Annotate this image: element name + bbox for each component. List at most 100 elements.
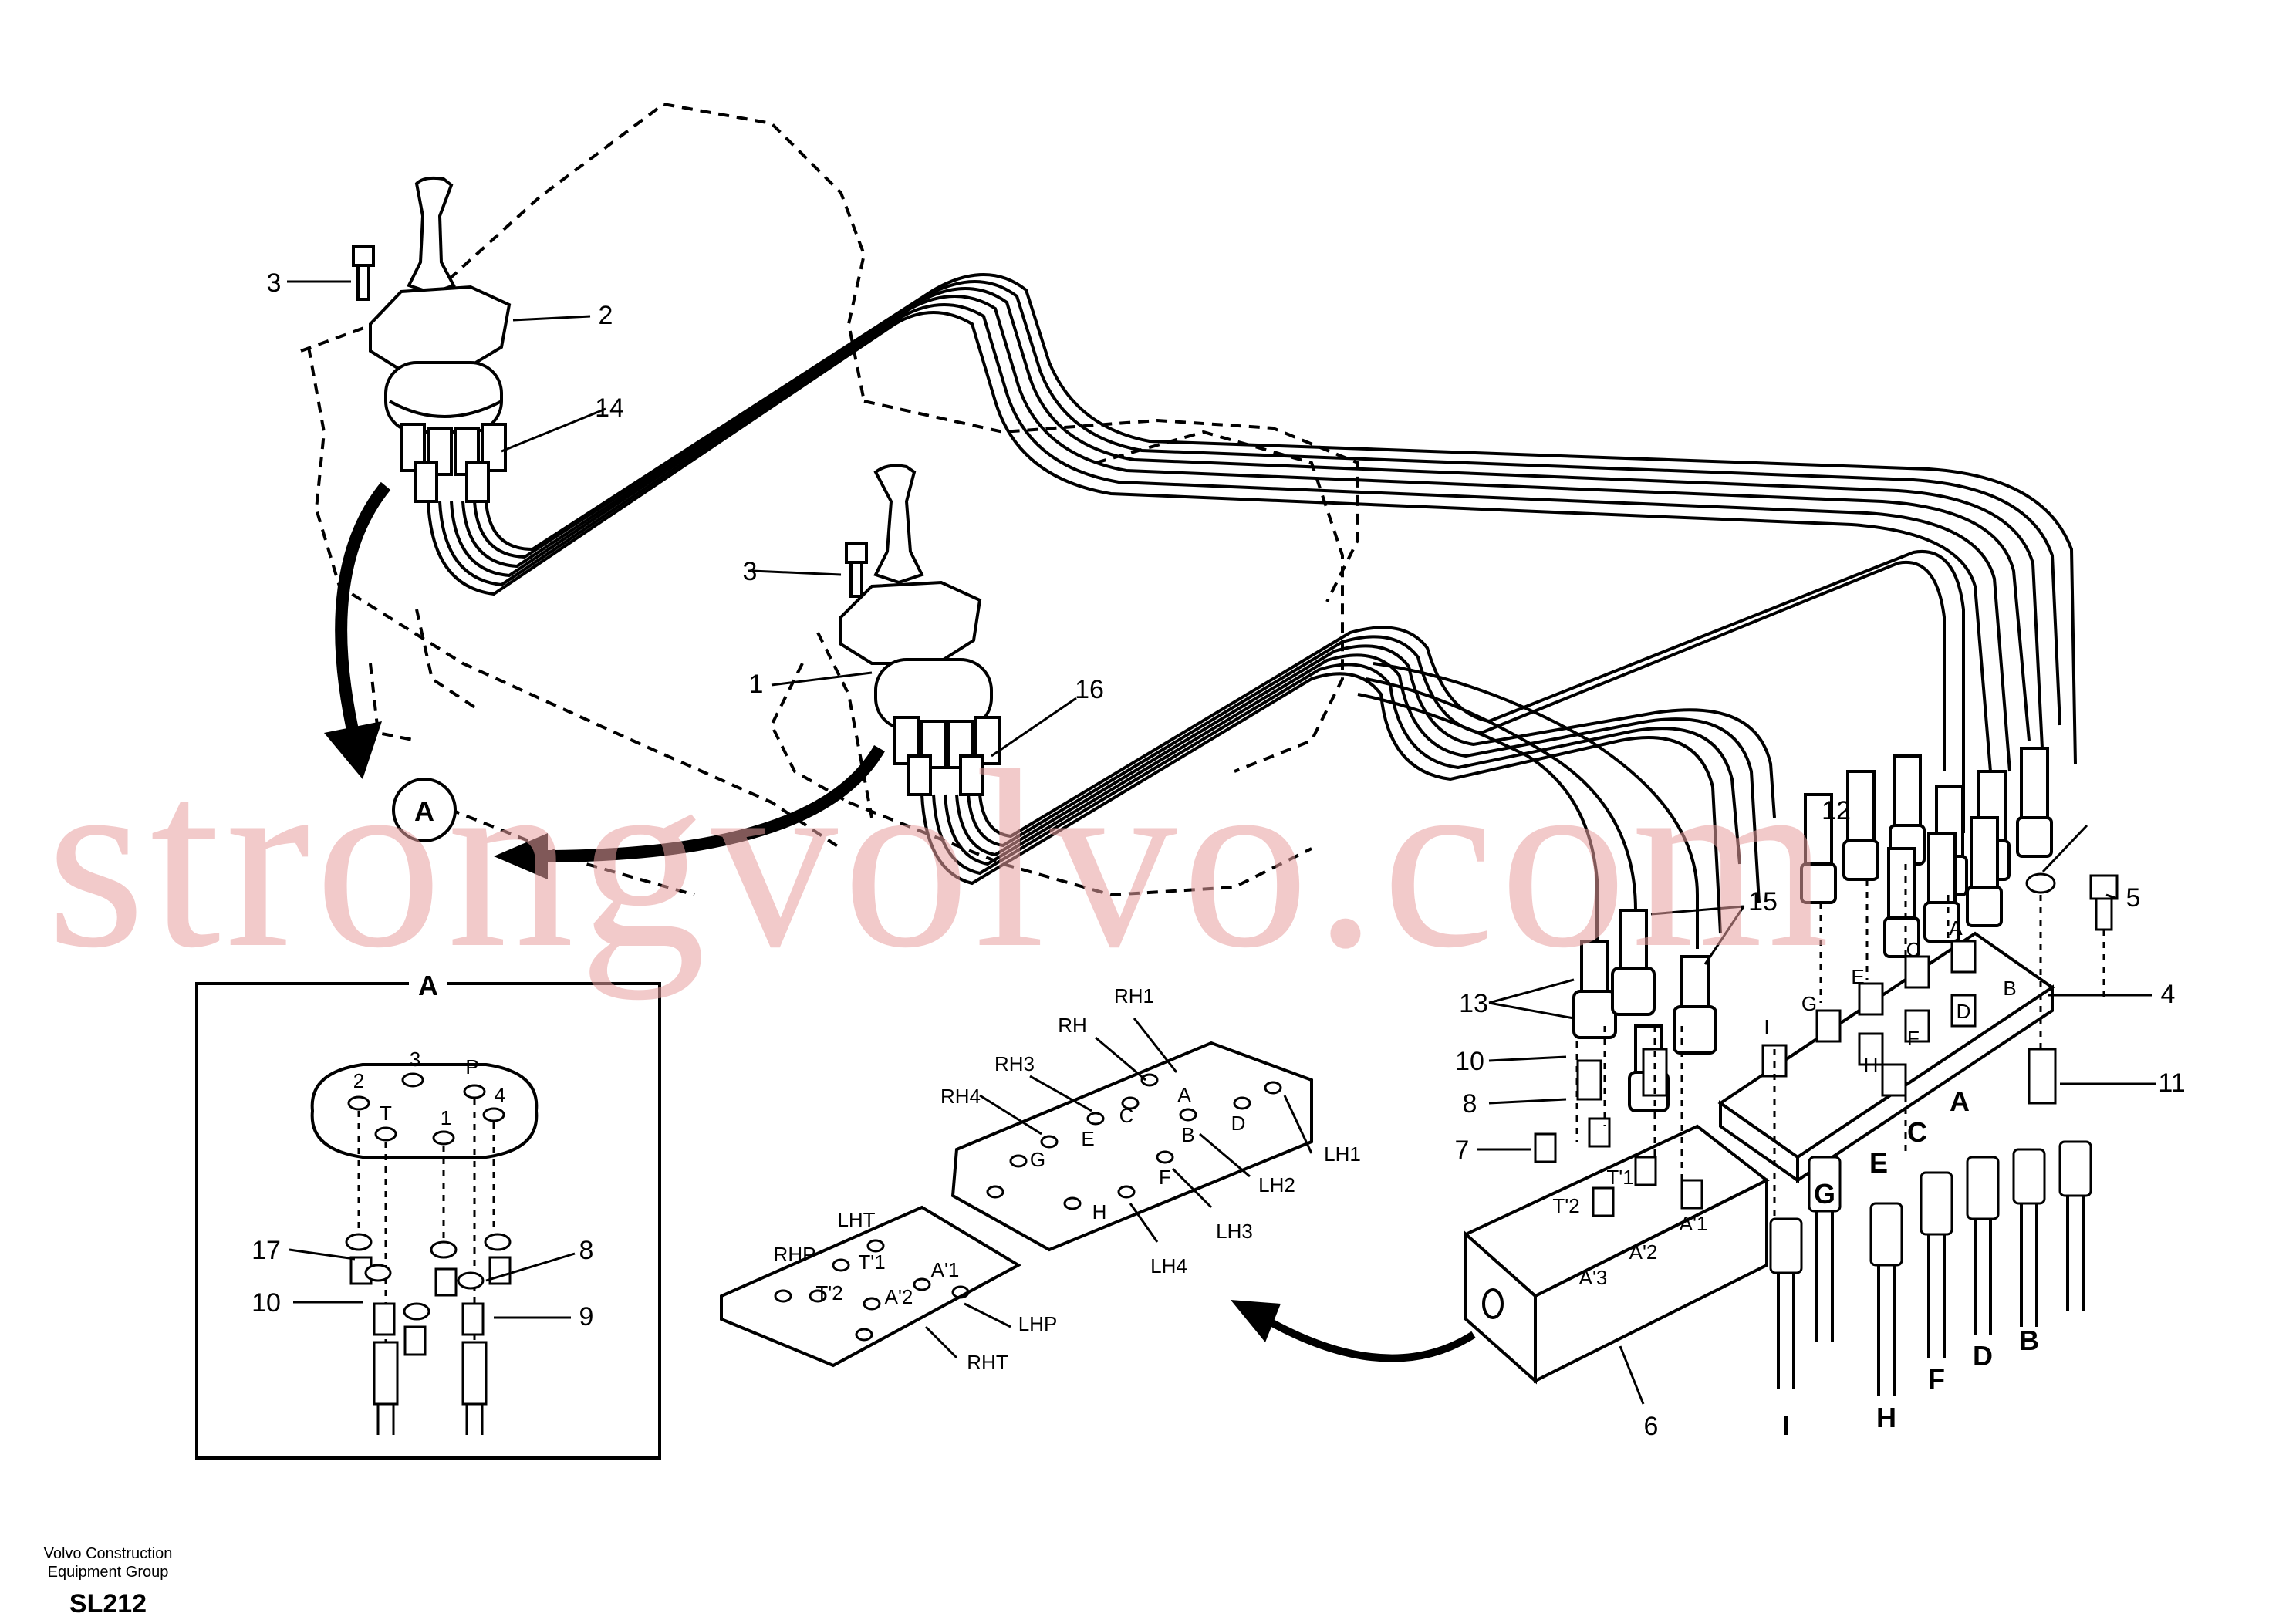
lower-plate-arrows bbox=[924, 1302, 1011, 1359]
callout-3-left: 3 bbox=[267, 268, 282, 298]
lower-plate-labels: LHT RHP T'1 T'2 A'1 A'2 LHP RHT bbox=[774, 1208, 1058, 1374]
hose-bundle-left bbox=[427, 273, 2077, 795]
lower-plate bbox=[720, 1205, 1022, 1368]
joystick-left-fittings bbox=[400, 423, 507, 503]
port-lh2: LH2 bbox=[1258, 1173, 1295, 1196]
port-lh1: LH1 bbox=[1324, 1142, 1361, 1166]
upper-plate-arrows bbox=[979, 1018, 1313, 1243]
hose-end-g: G bbox=[1814, 1178, 1835, 1210]
hose-end-a: A bbox=[1950, 1085, 1970, 1117]
block-port-a2: A'2 bbox=[1629, 1240, 1658, 1264]
callout-13: 13 bbox=[1459, 989, 1488, 1018]
detail-port-4: 4 bbox=[495, 1083, 505, 1106]
lower-port-lhp: LHP bbox=[1018, 1312, 1058, 1335]
port-c: C bbox=[1119, 1104, 1134, 1127]
valve-port-g: G bbox=[1801, 992, 1817, 1015]
port-lh4: LH4 bbox=[1150, 1254, 1187, 1277]
plug-5 bbox=[2089, 874, 2119, 931]
valve-port-e: E bbox=[1851, 965, 1864, 988]
detail-port-t: T bbox=[380, 1102, 392, 1125]
dashed-leaders bbox=[1575, 864, 2105, 1219]
callout-6: 6 bbox=[1644, 1412, 1659, 1441]
callouts: 3 2 14 3 1 16 12 5 15 4 13 11 10 8 7 6 9… bbox=[267, 268, 2186, 1441]
callout-7: 7 bbox=[1455, 1136, 1470, 1165]
block-port-t2: T'2 bbox=[1552, 1194, 1579, 1217]
detail-port-2: 2 bbox=[353, 1069, 364, 1092]
block-port-a1: A'1 bbox=[1680, 1212, 1708, 1235]
block-port-t1: T'1 bbox=[1606, 1166, 1633, 1189]
console-outline bbox=[300, 102, 1359, 897]
port-h: H bbox=[1092, 1200, 1107, 1223]
hose-end-d: D bbox=[1973, 1340, 1993, 1372]
upper-plate bbox=[950, 1041, 1313, 1252]
view-marker: A bbox=[392, 778, 457, 842]
port-e: E bbox=[1081, 1127, 1094, 1150]
valve-port-f: F bbox=[1907, 1027, 1920, 1050]
view-marker-label: A bbox=[414, 795, 434, 827]
valve-plate bbox=[1717, 872, 2119, 1183]
detail-port-3: 3 bbox=[410, 1048, 420, 1071]
lower-port-a2: A'2 bbox=[885, 1285, 913, 1308]
bolt-center bbox=[845, 542, 868, 598]
port-rh: RH bbox=[1058, 1014, 1087, 1037]
port-rh1: RH1 bbox=[1114, 984, 1154, 1007]
callout-leaders bbox=[287, 280, 2156, 1405]
port-rh3: RH3 bbox=[994, 1052, 1035, 1075]
valve-port-h: H bbox=[1864, 1054, 1879, 1077]
hose-ends-lower bbox=[1777, 1196, 2085, 1396]
upper-plate-labels: RH1 RH RH3 RH4 A C D E G B F H LH1 LH2 L… bbox=[940, 984, 1361, 1277]
port-a: A bbox=[1177, 1083, 1191, 1106]
bolt-left bbox=[352, 245, 375, 301]
port-lh3: LH3 bbox=[1216, 1220, 1253, 1243]
lower-port-rhp: RHP bbox=[774, 1243, 816, 1266]
footer: Volvo Construction Equipment Group SL212 bbox=[31, 1544, 185, 1619]
detail-callout-8: 8 bbox=[579, 1236, 594, 1265]
hose-end-h: H bbox=[1876, 1402, 1896, 1433]
detail-title: A bbox=[418, 970, 438, 1001]
valve-port-a: A bbox=[1949, 916, 1963, 940]
arrow-block-to-plate bbox=[1231, 1300, 1476, 1362]
port-f: F bbox=[1159, 1166, 1171, 1189]
port-rh4: RH4 bbox=[940, 1085, 981, 1108]
hose-end-i: I bbox=[1782, 1409, 1790, 1441]
footer-drawing-code: SL212 bbox=[69, 1589, 147, 1618]
joystick-left bbox=[369, 176, 512, 503]
valve-port-i: I bbox=[1764, 1015, 1769, 1038]
seal-12 bbox=[2025, 872, 2056, 894]
lower-port-a1: A'1 bbox=[931, 1258, 960, 1281]
footer-company-line2: Equipment Group bbox=[47, 1564, 169, 1581]
block-port-a3: A'3 bbox=[1579, 1266, 1608, 1289]
callout-3-center: 3 bbox=[743, 557, 758, 586]
callout-2: 2 bbox=[599, 301, 613, 330]
joystick-right-fittings bbox=[893, 716, 1001, 796]
hose-end-b: B bbox=[2019, 1325, 2039, 1356]
arrow-to-view-a bbox=[494, 745, 885, 879]
hose-bundle-right bbox=[920, 549, 1965, 1003]
detail-callout-10: 10 bbox=[252, 1288, 281, 1318]
adapter-block bbox=[1463, 1124, 1770, 1385]
detail-port-1: 1 bbox=[441, 1106, 451, 1129]
adapter-11 bbox=[2028, 1048, 2057, 1105]
detail-port-p: P bbox=[465, 1055, 478, 1078]
lower-port-lht: LHT bbox=[837, 1208, 875, 1231]
joystick-right bbox=[839, 464, 1001, 796]
hose-end-e: E bbox=[1869, 1147, 1888, 1179]
valve-plate-labels: I G E C A B D F H bbox=[1764, 916, 2016, 1077]
watermark: strongvolvo.com bbox=[46, 719, 1834, 1001]
port-g: G bbox=[1030, 1148, 1045, 1171]
lower-port-t2: T'2 bbox=[815, 1281, 842, 1304]
callout-16: 16 bbox=[1075, 675, 1104, 704]
block-port-labels: T'2 T'1 A'1 A'2 A'3 bbox=[1552, 1166, 1707, 1289]
callout-8: 8 bbox=[1463, 1089, 1477, 1119]
port-b: B bbox=[1181, 1123, 1194, 1146]
callout-5: 5 bbox=[2126, 883, 2141, 913]
detail-callout-9: 9 bbox=[579, 1302, 594, 1331]
callout-12: 12 bbox=[1822, 796, 1851, 825]
hose-end-fittings-lower bbox=[1769, 1140, 2092, 1274]
valve-port-b: B bbox=[2003, 977, 2016, 1000]
callout-4: 4 bbox=[2161, 980, 2176, 1009]
lower-port-rht: RHT bbox=[967, 1351, 1008, 1374]
callout-15: 15 bbox=[1748, 887, 1778, 916]
hose-end-labels: I H F D B A C E G bbox=[1782, 1085, 2039, 1441]
